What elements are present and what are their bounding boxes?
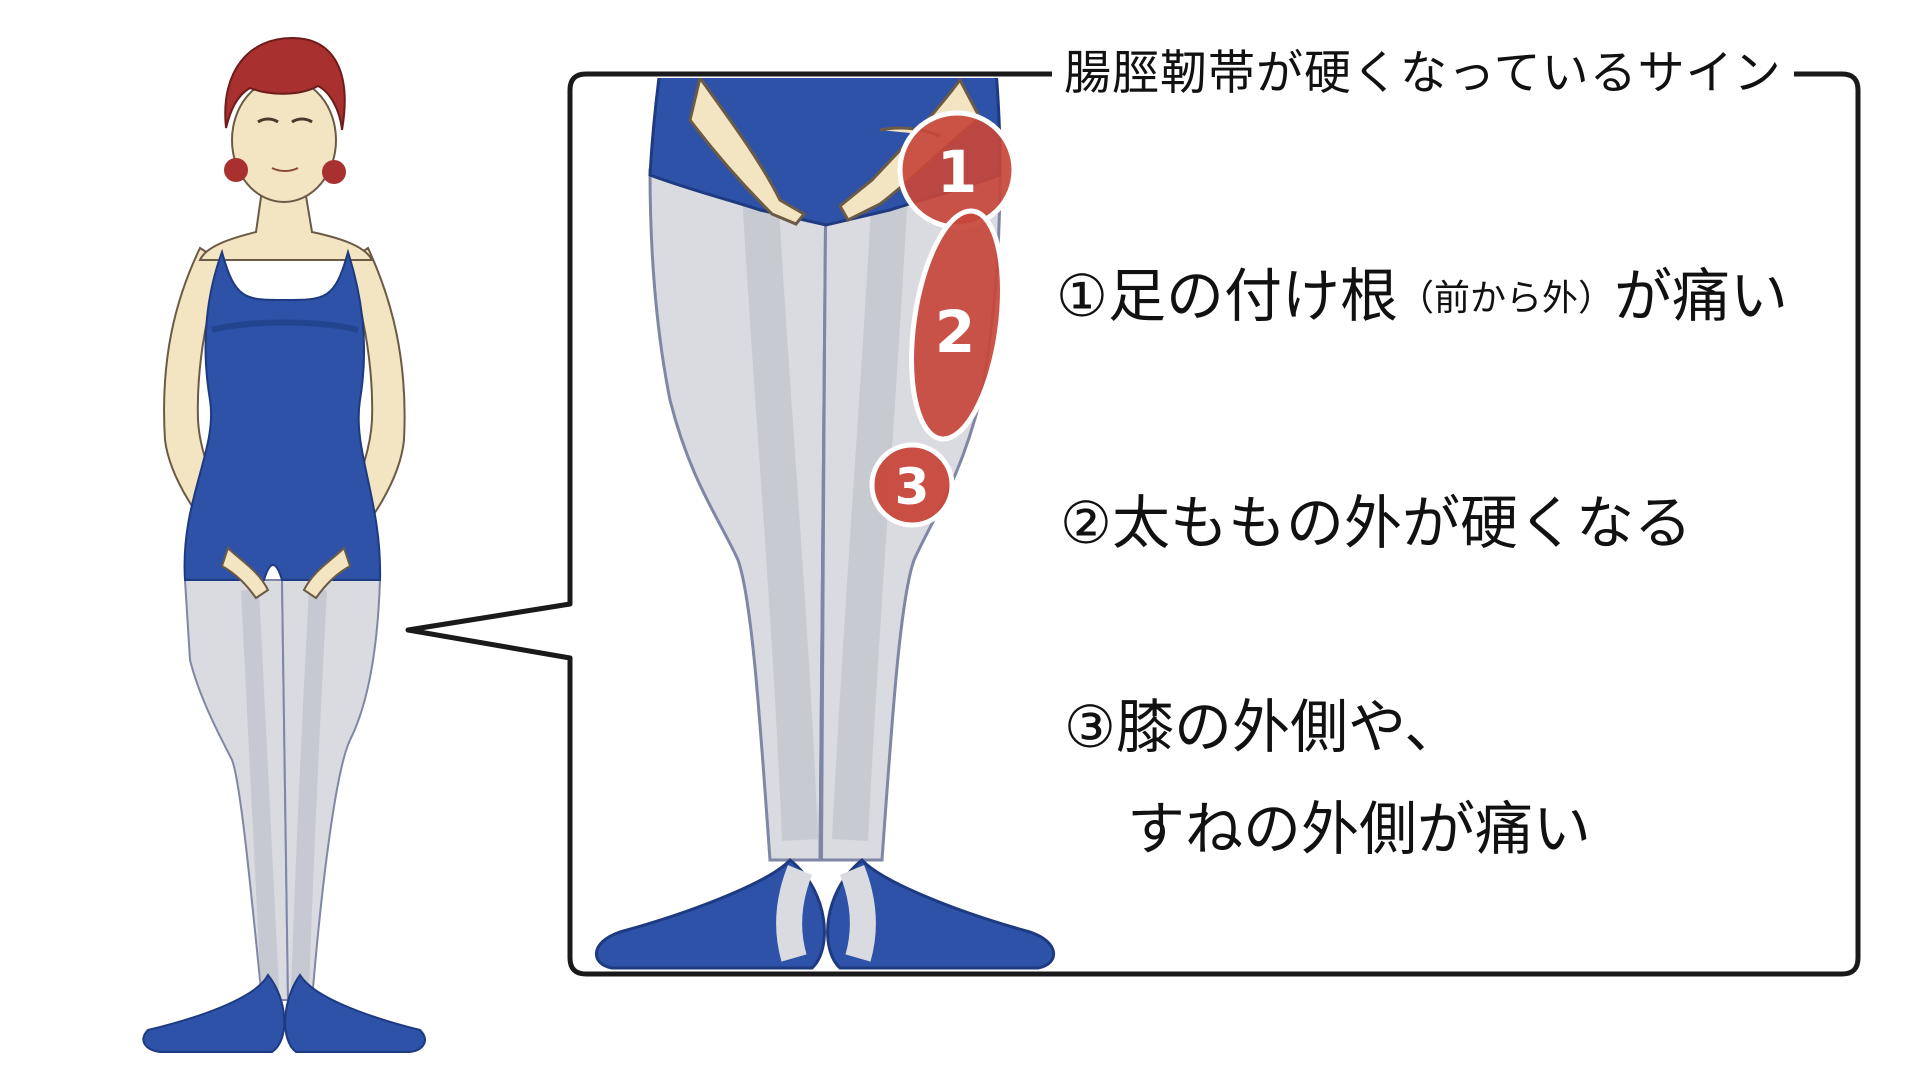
- diagram-title: 腸脛靭帯が硬くなっているサイン: [1052, 44, 1794, 104]
- marker-1-label: 1: [937, 138, 977, 206]
- sign-one: ①足の付け根（前から外）が痛い: [1056, 262, 1788, 332]
- sign-one-main: ①足の付け根: [1056, 262, 1398, 330]
- sign-one-note: （前から外）: [1398, 278, 1615, 319]
- sign-two: ②太ももの外が硬くなる: [1060, 489, 1692, 557]
- sign-three-line1: ③膝の外側や、: [1064, 693, 1463, 761]
- marker-2-label: 2: [935, 298, 975, 366]
- sign-one-tail: が痛い: [1614, 262, 1789, 330]
- speech-bubble: [405, 71, 1861, 977]
- sign-three-line2: すねの外側が痛い: [1127, 795, 1592, 863]
- pain-markers: 1 2 3: [869, 110, 1017, 528]
- full-body-figure: [142, 36, 426, 1053]
- marker-3-label: 3: [895, 458, 930, 516]
- marker-2: [909, 208, 1005, 442]
- marker-3: [869, 442, 955, 528]
